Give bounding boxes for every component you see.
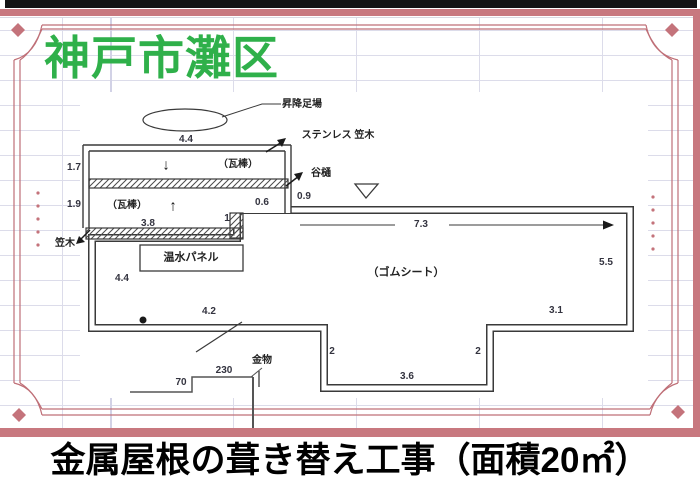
top-pink-band xyxy=(0,9,700,16)
dim-notch-left: 2 xyxy=(329,346,335,357)
diagonal-leader-line xyxy=(195,321,243,353)
dim-left-side: 4.4 xyxy=(115,273,129,284)
dim-main-top: 7.3 xyxy=(414,219,428,230)
label-valley-gutter: 谷樋 xyxy=(311,168,331,179)
dim-notch-bottom: 3.6 xyxy=(400,371,414,382)
arrow-ne-icon xyxy=(277,138,286,147)
dim-bottom-left: 4.2 xyxy=(202,306,216,317)
dim-left-lower: 1.9 xyxy=(67,199,81,210)
dim-bottom-right: 3.1 xyxy=(549,305,563,316)
hatch-strip-bottom xyxy=(85,227,244,240)
scaffold-ellipse xyxy=(142,108,228,132)
arrow-ne-icon xyxy=(294,172,303,181)
upper-structure xyxy=(82,144,292,240)
dim-notch-right: 2 xyxy=(475,346,481,357)
page-title: 神戸市灘区 xyxy=(44,32,279,84)
dim-right-side: 5.5 xyxy=(599,257,613,268)
caption: 金属屋根の葺き替え工事（面積20㎡） xyxy=(50,441,650,480)
bottom-pink-band xyxy=(0,428,700,437)
label-rubber-sheet: （ゴムシート） xyxy=(367,266,445,279)
label-stainless-coping: ステンレス 笠木 xyxy=(301,130,375,141)
annotation-arrows xyxy=(76,138,303,244)
side-dot-ornaments xyxy=(36,191,655,251)
top-black-bar xyxy=(5,0,697,8)
label-batten-seam-upper: （瓦棒） xyxy=(218,159,258,170)
grid-vertical-line xyxy=(62,18,63,432)
hot-water-panel-box xyxy=(139,244,244,272)
label-hot-water-panel: 温水パネル xyxy=(163,251,219,264)
edge-dot xyxy=(139,316,147,324)
right-pink-band xyxy=(693,9,700,437)
hatch-strip-upper xyxy=(88,178,289,189)
dim-step-width: 0.6 xyxy=(255,197,269,208)
label-scaffold: 昇降足場 xyxy=(282,99,322,110)
hardware-detail-profile xyxy=(130,367,263,428)
dim-left-upper: 1.7 xyxy=(67,162,81,173)
dim-arrow-icon xyxy=(603,220,614,230)
dim-detail-width: 230 xyxy=(215,365,233,376)
down-arrow-icon: ↓ xyxy=(162,156,170,174)
dim-bottom-inner: 3.8 xyxy=(141,218,155,229)
up-arrow-icon: ↑ xyxy=(169,197,177,215)
label-hardware: 金物 xyxy=(252,355,272,366)
dim-detail-height: 70 xyxy=(175,377,187,388)
dim-step-height: 1 xyxy=(224,213,230,224)
ornamental-frame xyxy=(13,24,679,416)
corner-diamond-icon xyxy=(11,23,685,422)
dim-top-width: 4.4 xyxy=(179,134,193,145)
scaffold-leader-line xyxy=(221,103,281,118)
top-gray-line xyxy=(0,17,700,18)
arrow-sw-icon xyxy=(76,236,85,244)
triangle-marker-icon xyxy=(353,183,380,200)
label-coping: 笠木 xyxy=(55,238,75,249)
dim-step-offset: 0.9 xyxy=(297,191,311,202)
label-batten-seam-lower: （瓦棒） xyxy=(107,200,147,211)
